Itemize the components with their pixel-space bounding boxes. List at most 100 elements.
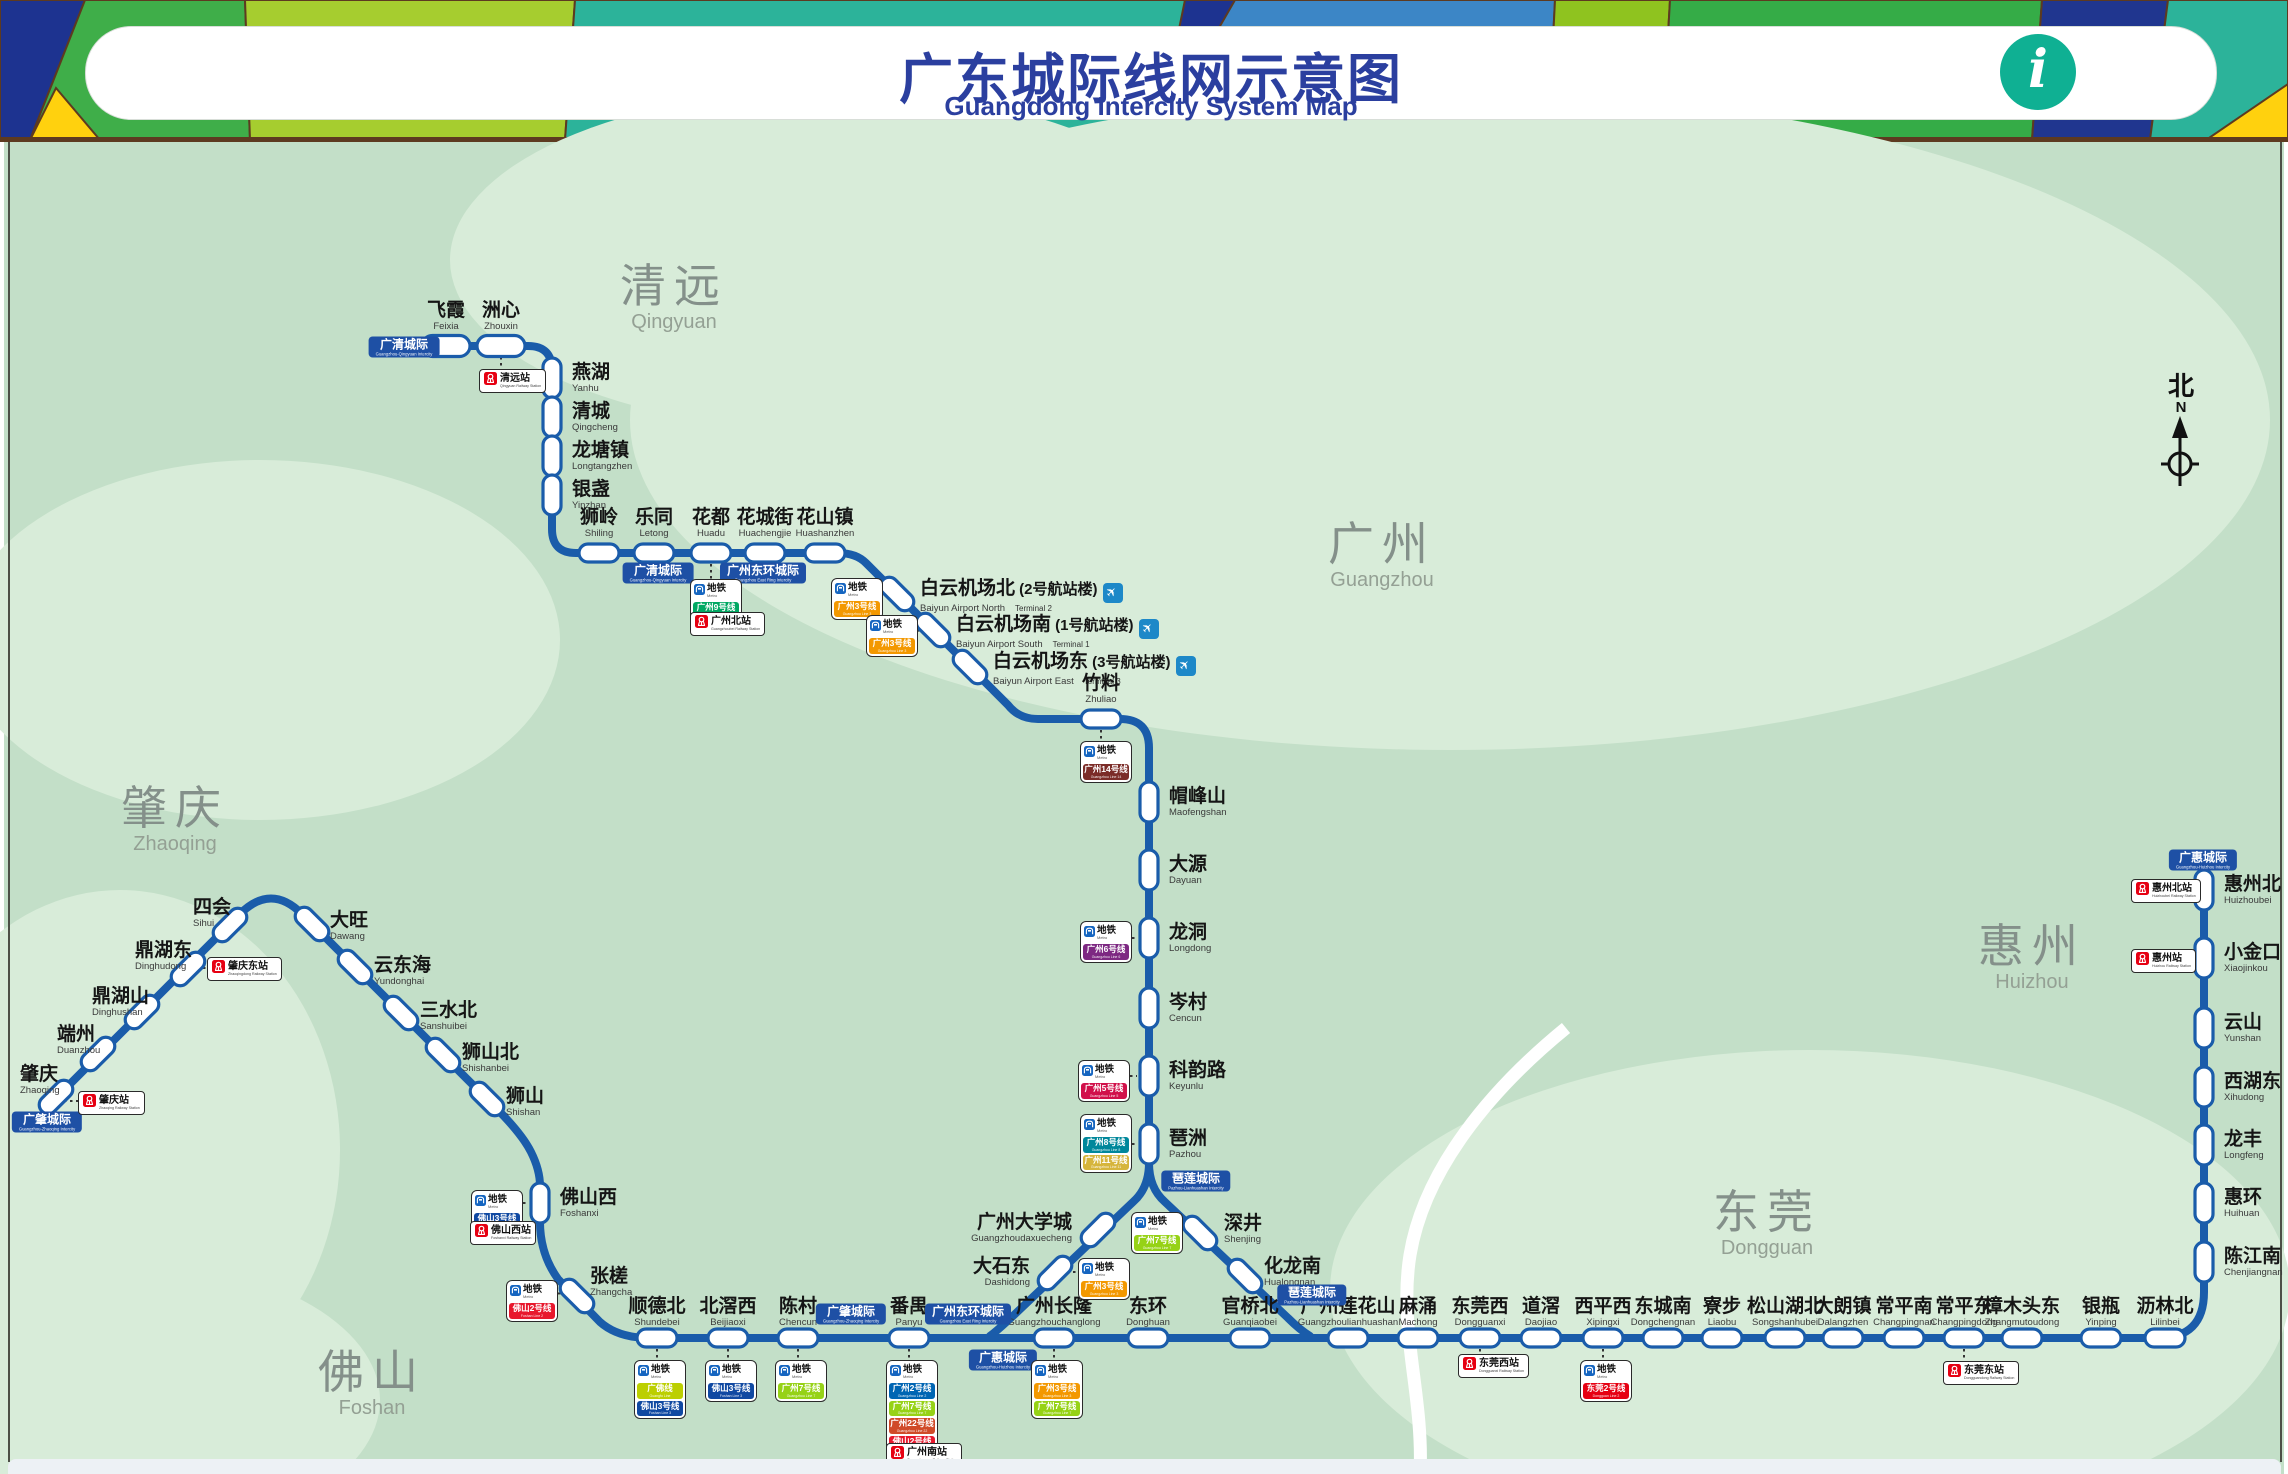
station-name-zh-text: 樟木头东 (1983, 1296, 2061, 1317)
station-name-zh-text: 白云机场南 (956, 614, 1052, 635)
station-name-en: Dinghushan (92, 1007, 149, 1018)
station-name-zh: 乐同 (635, 507, 673, 528)
intercity-badge-zh: 广肇城际 (22, 1112, 71, 1127)
metro-line-en: Guangzhou Line 3 (1042, 1393, 1072, 1398)
station-marker-yinzhan (541, 473, 563, 517)
metro-badge-en: Metro (792, 1374, 803, 1379)
station-marker-cencun (1138, 986, 1160, 1030)
station-name-zh-text: 帽峰山 (1169, 786, 1227, 807)
metro-line-zh: 佛山2号线 (512, 1303, 552, 1313)
station-marker-zhangmutoudong (2000, 1327, 2044, 1349)
metro-badge-en: Metro (1095, 1272, 1106, 1277)
station-name-zh: 狮山北 (462, 1042, 519, 1063)
station-name-en-text: Dinghushan (92, 1007, 143, 1018)
station-name-zh-text: 竹料 (1081, 673, 1121, 694)
station-marker-guanqiaobei (1228, 1327, 1272, 1349)
station-name-en-text: Keyunlu (1169, 1081, 1204, 1092)
intercity-badge-zh: 广惠城际 (2178, 850, 2227, 865)
station-name-zh: 官桥北 (1221, 1296, 1278, 1317)
airplane-glyph: ✈ (1176, 656, 1195, 675)
airport-icon: ✈ (1102, 583, 1123, 603)
metro-logo (1584, 1363, 1595, 1381)
station-terminal-zh: (1号航站楼) (1051, 617, 1134, 634)
station-name-en-text: Shishanbei (462, 1063, 510, 1074)
intercity-badge-zh: 琶莲城际 (1171, 1171, 1220, 1186)
station-marker-lilinbei (2143, 1327, 2187, 1349)
metro-line-zh: 广州8号线 (1086, 1137, 1126, 1147)
station-name-zh-text: 广州长隆 (1015, 1296, 1092, 1317)
metro-badge-en: Metro (651, 1374, 662, 1379)
station-name-en-text: Feixia (433, 321, 459, 332)
station-name-en: Pazhou (1169, 1149, 1207, 1160)
railway-badge-en: Guangzhoubei Railway Station (711, 627, 761, 631)
station-name-zh-text: 广州大学城 (976, 1212, 1072, 1233)
station-name-en: Sihui (193, 918, 231, 929)
station-marker-dalangzhen (1821, 1327, 1865, 1349)
station-name-en: Shenjing (1224, 1234, 1262, 1245)
station-name-zh-text: 松山湖北 (1746, 1296, 1824, 1317)
station-name-en: Qingcheng (572, 422, 618, 433)
metro-line-en: Guangzhou Line 7 (1042, 1411, 1072, 1415)
metro-logo (1035, 1363, 1046, 1381)
station-name-en-text: Qingcheng (572, 422, 618, 433)
metro-logo-icon (1084, 746, 1095, 757)
station-marker-sihui (211, 906, 249, 944)
station-name-zh-text: 白云机场北 (920, 578, 1016, 599)
station-name-zh-text: 花山镇 (796, 507, 854, 528)
station-name-en-text: Songshanhubei (1751, 1317, 1819, 1328)
intercity-badge-zh: 广清城际 (379, 337, 428, 352)
railway-badge-zh: 佛山西站 (491, 1225, 531, 1236)
metro-logo (779, 1363, 790, 1381)
metro-line-zh: 广州2号线 (892, 1383, 932, 1393)
station-name-zh: 白云机场北 (2号航站楼)✈ (920, 578, 1123, 603)
station-name-en-text: Huizhoubei (2224, 895, 2272, 906)
station-name-en-text: Cencun (1169, 1013, 1202, 1024)
station-name-zh-text: 陈村 (778, 1296, 817, 1317)
station-name-en: Zhaoqing (20, 1085, 60, 1096)
station-name-en-text: Yunshan (2224, 1033, 2261, 1044)
station-name-en-text: Yinping (2085, 1317, 2117, 1328)
railway-badge-zh: 东莞东站 (1964, 1365, 2004, 1376)
metro-logo-icon (475, 1195, 486, 1206)
station-name-zh: 花城街 (736, 507, 793, 528)
station-marker-dongchengnan (1641, 1327, 1685, 1349)
metro-line-en: Guangzhou Line 7 (897, 1411, 927, 1415)
railway-logo (2136, 882, 2149, 900)
station-name-en-text: Dawang (330, 931, 365, 942)
station-marker-shiling (577, 542, 621, 564)
metro-line-en: Guangzhou Line 8 (1091, 1147, 1121, 1152)
station-marker-zhouxin (475, 333, 527, 359)
legend-strip (8, 1459, 2281, 1474)
station-name-en: Guangzhoudaxuecheng (971, 1233, 1072, 1244)
metro-line-zh: 佛山3号线 (477, 1213, 517, 1223)
city-name-zh: 清远 (620, 260, 728, 312)
station-name-en-text: Yundonghai (374, 976, 425, 987)
station-marker-changpingnan (1882, 1327, 1926, 1349)
metro-line-zh: 广州3号线 (1037, 1383, 1077, 1393)
railway-badge-zh: 肇庆站 (99, 1095, 129, 1106)
city-name-en: Zhaoqing (133, 833, 217, 855)
station-name-zh: 广州大学城 (971, 1212, 1072, 1233)
station-name-en-text: Panyu (895, 1317, 923, 1328)
intercity-badge-en: Guangzhou-Qingyuan Intercity (375, 351, 433, 357)
station-terminal-en: Terminal 3 (1083, 677, 1121, 686)
